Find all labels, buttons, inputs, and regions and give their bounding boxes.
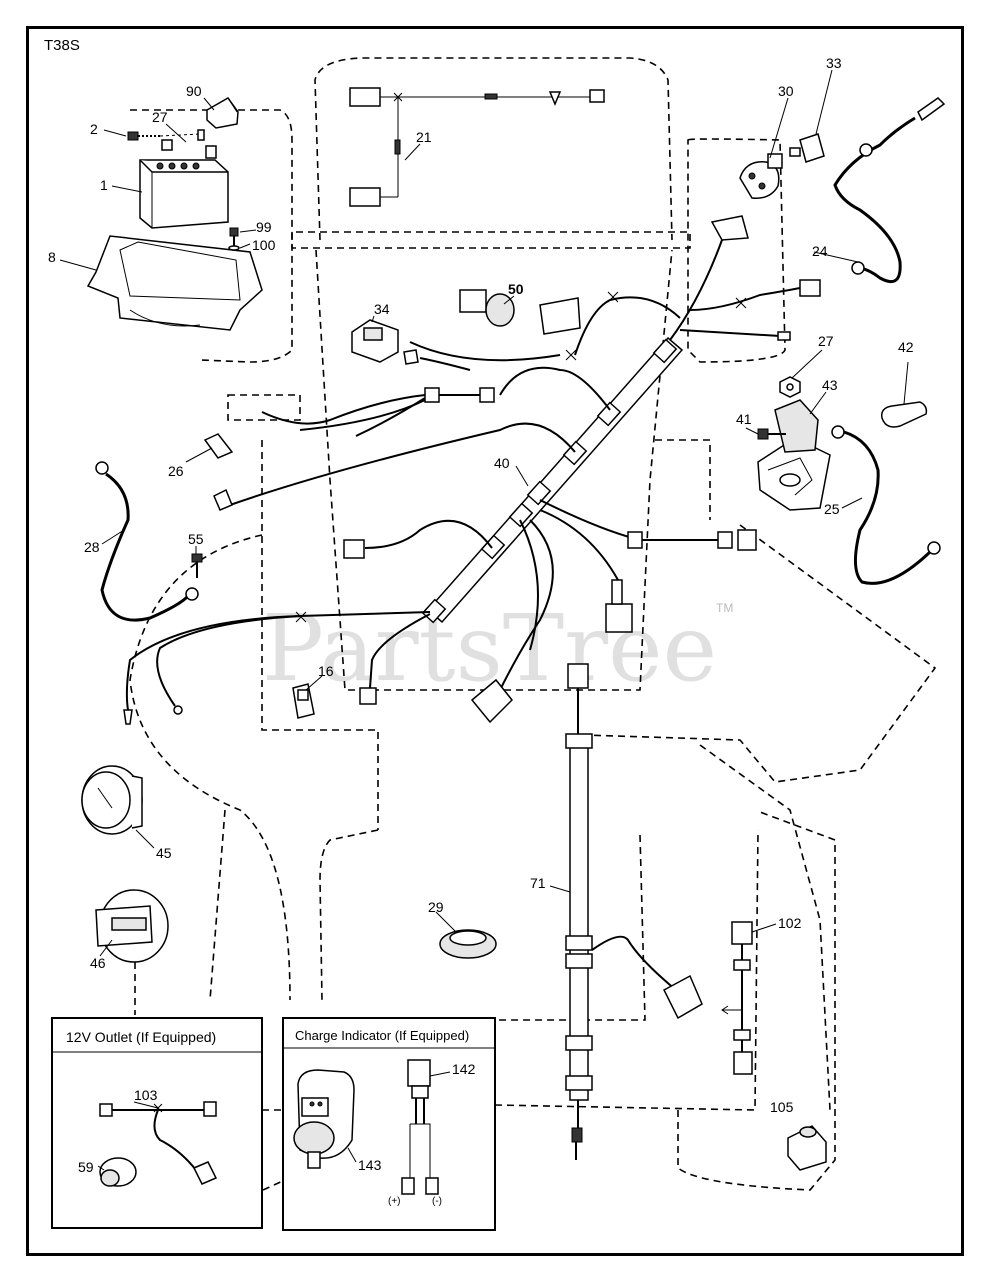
label-100: 100 — [252, 237, 276, 253]
watermark: PartsTree — [262, 595, 717, 702]
cable-28 — [95, 461, 199, 622]
hourmeter-46 — [95, 889, 169, 963]
label-2: 2 — [90, 121, 98, 137]
label-29: 29 — [428, 899, 444, 915]
screw-55 — [191, 553, 203, 578]
solenoid-43 — [757, 399, 831, 511]
outlet-title: 12V Outlet (If Equipped) — [66, 1029, 216, 1045]
minus-label: (-) — [432, 1196, 442, 1207]
main-harness-40 — [123, 215, 821, 725]
plus-label: (+) — [388, 1196, 401, 1207]
label-27b: 27 — [818, 333, 834, 349]
bolt-99-washer-100 — [228, 227, 240, 251]
label-90: 90 — [186, 83, 202, 99]
cable-24 — [833, 97, 946, 283]
label-102: 102 — [778, 915, 802, 931]
label-43: 43 — [822, 377, 838, 393]
label-41: 41 — [736, 411, 752, 427]
label-1: 1 — [100, 177, 108, 193]
label-16: 16 — [318, 663, 334, 679]
diagram-frame — [26, 26, 964, 1256]
label-34: 34 — [374, 301, 390, 317]
relay-105 — [787, 1125, 827, 1171]
leader-lines — [59, 69, 909, 1171]
label-27a: 27 — [152, 109, 168, 125]
charge-title: Charge Indicator (If Equipped) — [295, 1028, 469, 1043]
label-46: 46 — [90, 955, 106, 971]
label-33: 33 — [826, 55, 842, 71]
label-25: 25 — [824, 501, 840, 517]
label-55: 55 — [188, 531, 204, 547]
fuse-26 — [203, 433, 234, 459]
tractor-outline — [129, 57, 937, 1191]
label-143: 143 — [358, 1157, 382, 1173]
label-28: 28 — [84, 539, 100, 555]
connector-16 — [292, 683, 315, 719]
label-71: 71 — [530, 875, 546, 891]
label-142: 142 — [452, 1061, 476, 1077]
model-code: T38S — [44, 37, 80, 54]
label-50: 50 — [508, 281, 524, 297]
switch-50 — [459, 289, 515, 327]
label-59: 59 — [78, 1159, 94, 1175]
battery-1 — [139, 139, 229, 229]
harness-71 — [565, 663, 703, 1160]
label-8: 8 — [48, 249, 56, 265]
gauge-45 — [81, 765, 143, 835]
cable-25 — [831, 425, 941, 585]
label-45: 45 — [156, 845, 172, 861]
harness-102 — [721, 921, 753, 1075]
outlet-inset: 12V Outlet (If Equipped) — [51, 1017, 263, 1229]
label-42: 42 — [898, 339, 914, 355]
label-105: 105 — [770, 1099, 794, 1115]
switch-34 — [351, 319, 399, 363]
key-33 — [789, 133, 825, 163]
plug-29 — [439, 929, 497, 959]
nut-27b — [779, 376, 801, 398]
battery-tray-8 — [86, 235, 263, 331]
boot-42 — [880, 401, 928, 428]
label-40: 40 — [494, 455, 510, 471]
label-103: 103 — [134, 1087, 158, 1103]
label-99: 99 — [256, 219, 272, 235]
label-24: 24 — [812, 243, 828, 259]
label-26: 26 — [168, 463, 184, 479]
charge-inset: Charge Indicator (If Equipped) (+) (-) — [282, 1017, 496, 1231]
battery-cover-90 — [206, 97, 239, 129]
watermark-tm: TM — [716, 601, 733, 615]
decal — [539, 297, 581, 335]
label-21: 21 — [416, 129, 432, 145]
label-30: 30 — [778, 83, 794, 99]
harness-21 — [349, 87, 605, 207]
ignition-switch-30 — [739, 153, 783, 199]
bolt-2 — [127, 129, 205, 141]
part-labels: 90 2 27 1 99 100 8 21 34 50 30 33 24 27 … — [48, 55, 914, 1175]
